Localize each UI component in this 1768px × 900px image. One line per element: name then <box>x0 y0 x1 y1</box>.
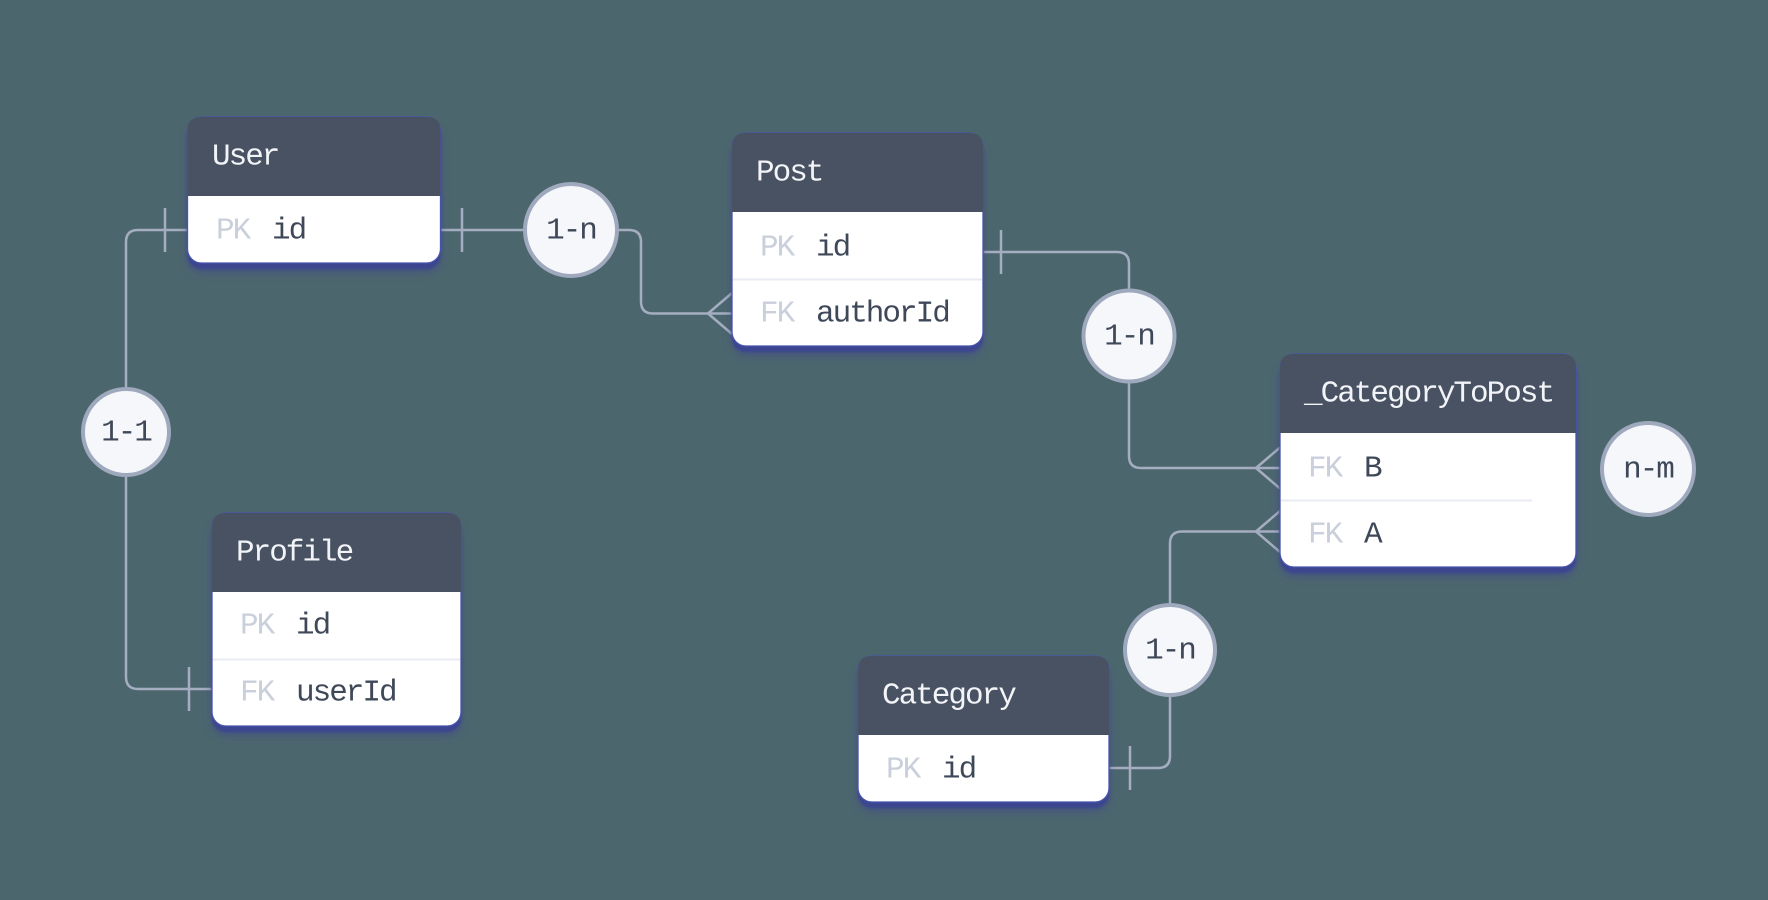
svg-text:authorId: authorId <box>816 297 949 332</box>
svg-text:User: User <box>212 140 278 175</box>
svg-text:id: id <box>296 609 329 644</box>
svg-text:1-1: 1-1 <box>101 416 152 451</box>
svg-text:B: B <box>1364 452 1382 487</box>
svg-text:FK: FK <box>1308 518 1344 553</box>
svg-text:n-m: n-m <box>1623 453 1674 488</box>
svg-text:Profile: Profile <box>236 536 353 571</box>
svg-text:FK: FK <box>1308 452 1344 487</box>
svg-text:id: id <box>816 231 849 266</box>
svg-text:1-n: 1-n <box>1145 634 1195 669</box>
svg-text:PK: PK <box>886 753 922 788</box>
svg-text:FK: FK <box>240 676 276 711</box>
svg-text:FK: FK <box>760 297 796 332</box>
svg-text:id: id <box>272 214 305 249</box>
svg-text:Post: Post <box>756 156 822 191</box>
svg-text:1-n: 1-n <box>1104 320 1154 355</box>
svg-text:userId: userId <box>296 676 396 711</box>
svg-text:PK: PK <box>216 214 252 249</box>
svg-text:PK: PK <box>760 231 796 266</box>
svg-text:_CategoryToPost: _CategoryToPost <box>1303 377 1553 412</box>
svg-text:id: id <box>942 753 975 788</box>
svg-text:Category: Category <box>882 679 1016 714</box>
svg-text:1-n: 1-n <box>546 214 596 249</box>
svg-text:A: A <box>1364 518 1383 553</box>
svg-text:PK: PK <box>240 609 276 644</box>
